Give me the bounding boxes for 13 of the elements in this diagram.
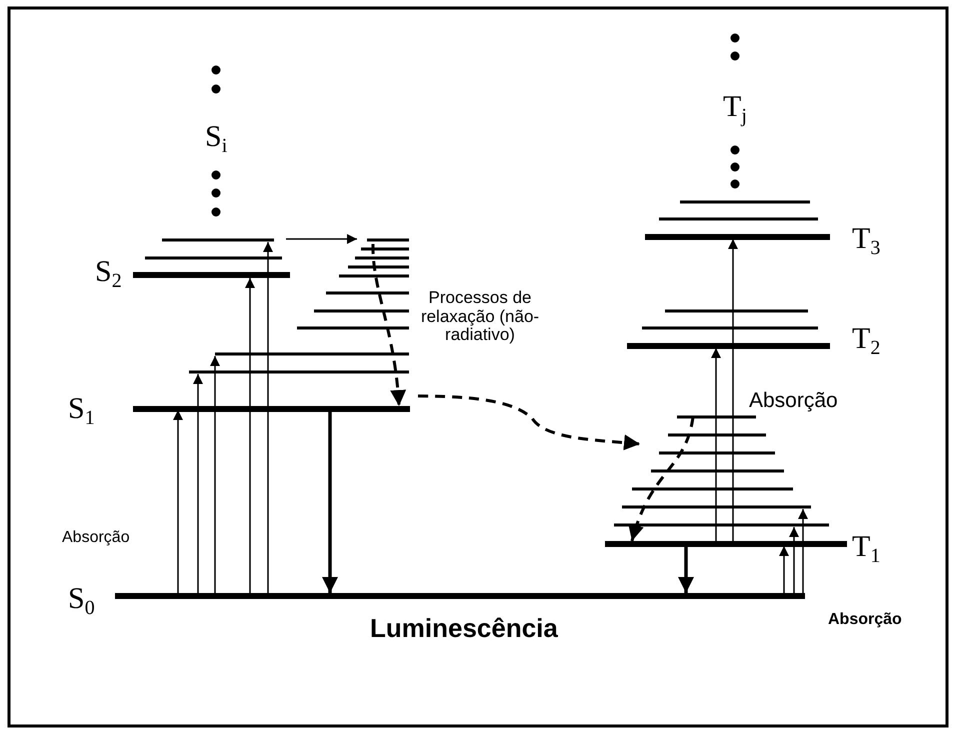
state-label: T$_{2}$: [852, 322, 880, 359]
transition-label: Absorção: [828, 611, 902, 629]
state-label: T$_{1}$: [852, 530, 880, 567]
transition-label: Luminescência: [370, 614, 558, 643]
state-label: T$_{j}$: [723, 90, 747, 127]
state-label: S$_{1}$: [68, 392, 95, 429]
state-label: S$_{2}$: [95, 255, 122, 292]
transition-label: Absorção: [62, 529, 130, 547]
transition-label: Absorção: [749, 389, 838, 412]
process-note: Processos de relaxação (não-radiativo): [420, 289, 540, 346]
state-label: T$_{3}$: [852, 222, 880, 259]
state-label: S$_{0}$: [68, 582, 95, 619]
state-label: S$_{i}$: [205, 120, 228, 157]
